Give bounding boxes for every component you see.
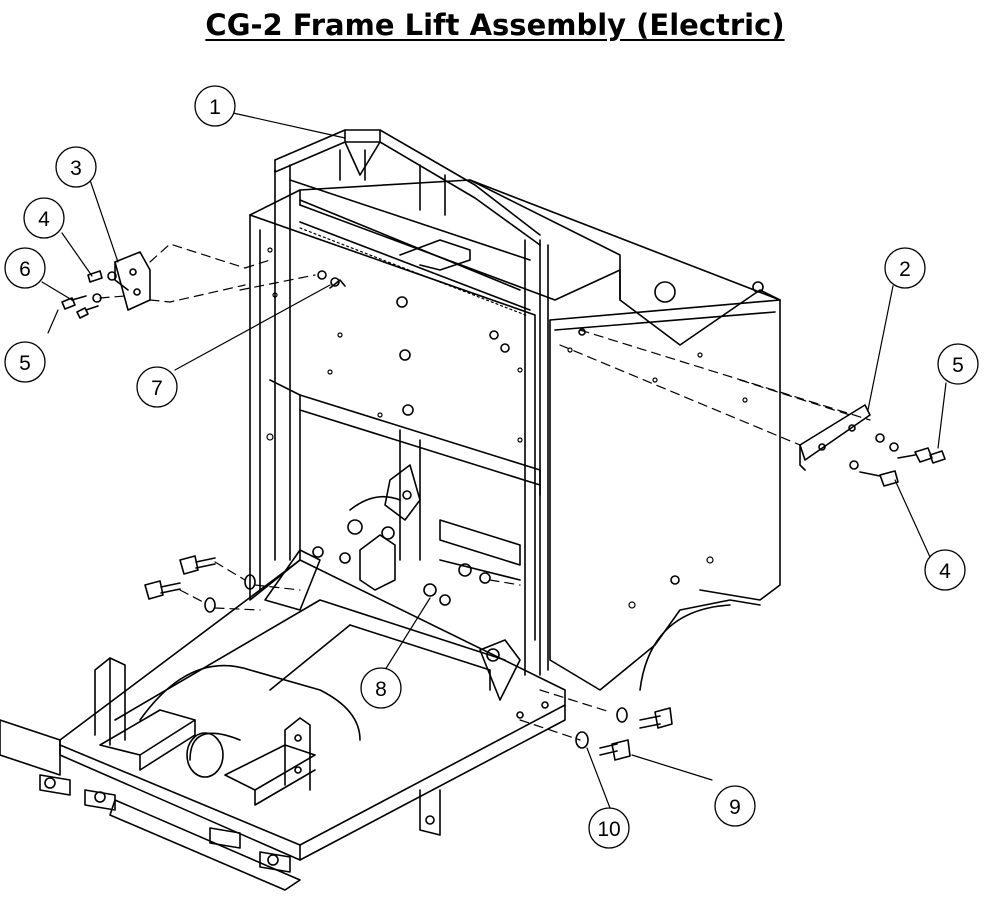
callout-4-left-label: 4 bbox=[38, 208, 50, 231]
fasteners-left bbox=[61, 270, 117, 319]
callout-6-label: 6 bbox=[19, 258, 31, 281]
fasteners-right bbox=[849, 433, 946, 487]
diagram-title: CG-2 Frame Lift Assembly (Electric) bbox=[0, 8, 990, 42]
callout-5-right: 5 bbox=[937, 343, 979, 385]
callout-9-label: 9 bbox=[729, 796, 741, 819]
callout-7-label: 7 bbox=[151, 377, 163, 400]
callout-5-left-label: 5 bbox=[19, 352, 31, 375]
callout-1-label: 1 bbox=[209, 96, 221, 119]
callout-4-right: 4 bbox=[924, 549, 966, 591]
plate-right bbox=[799, 404, 871, 471]
callout-6: 6 bbox=[4, 247, 46, 289]
callout-8: 8 bbox=[360, 667, 402, 709]
alignment-lines-bolts bbox=[179, 561, 611, 741]
lift-mechanism bbox=[339, 429, 521, 597]
alignment-lines-right bbox=[559, 329, 871, 446]
callout-9: 9 bbox=[714, 785, 756, 827]
callout-2: 2 bbox=[884, 247, 926, 289]
callout-3: 3 bbox=[55, 146, 97, 188]
callout-3-label: 3 bbox=[70, 157, 82, 180]
leader-lines bbox=[41, 112, 947, 809]
base-tray bbox=[0, 546, 566, 891]
alignment-lines-left bbox=[99, 243, 316, 303]
pivot-bolts-left bbox=[144, 555, 256, 613]
lift-frame bbox=[274, 129, 549, 676]
callout-10: 10 bbox=[588, 807, 630, 849]
callouts: 1 2 3 4 4 5 5 6 7 8 9 10 bbox=[4, 85, 979, 849]
callout-2-label: 2 bbox=[899, 258, 911, 281]
bolts-washers-right bbox=[575, 707, 673, 761]
callout-8-label: 8 bbox=[375, 678, 387, 701]
title-text: CG-2 Frame Lift Assembly (Electric) bbox=[205, 8, 785, 42]
callout-10-label: 10 bbox=[597, 818, 620, 841]
callout-4-left: 4 bbox=[23, 197, 65, 239]
callout-1: 1 bbox=[194, 85, 236, 127]
bracket-left bbox=[114, 251, 151, 311]
callout-5-right-label: 5 bbox=[952, 354, 964, 377]
cabinet-body bbox=[249, 179, 781, 691]
callout-4-right-label: 4 bbox=[939, 560, 951, 583]
callout-5-left: 5 bbox=[4, 341, 46, 383]
callout-7: 7 bbox=[136, 366, 178, 408]
